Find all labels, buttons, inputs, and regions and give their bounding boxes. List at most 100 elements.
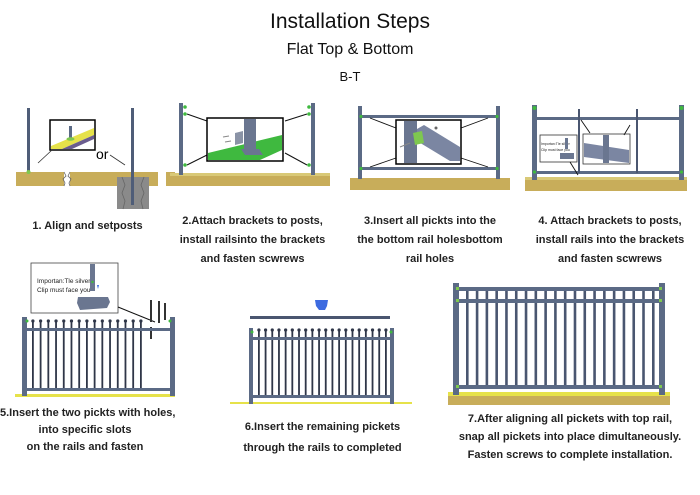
step-7-caption: 7.After aligning all pickets with top ra… [440, 410, 700, 464]
post-right [131, 108, 134, 205]
post-right [496, 106, 500, 179]
picket [603, 289, 606, 387]
picket-tip [108, 319, 112, 323]
bottom-rail [360, 167, 498, 170]
note-line: Clip must face you [541, 148, 570, 152]
down-arrow-icon [315, 300, 328, 310]
bottom-rail [536, 171, 680, 174]
picket-tip [257, 328, 261, 332]
picket [524, 289, 528, 387]
bottom-rail [25, 388, 172, 391]
picket-tip [304, 328, 308, 332]
picket-tip [290, 328, 294, 332]
picket [298, 330, 300, 397]
page-title: Installation Steps [270, 10, 430, 33]
bottom-rail [456, 385, 662, 389]
picket [93, 321, 96, 390]
page-subtitle: Flat Top & Bottom [286, 41, 414, 58]
picket-group [31, 319, 143, 390]
picket-tip [310, 328, 314, 332]
picket [632, 289, 636, 387]
step-2-caption: 2.Attach brackets to posts, install rail… [165, 212, 340, 269]
caption-line: 2.Attach brackets to posts, [182, 215, 323, 227]
picket-tip [344, 328, 348, 332]
picket [124, 321, 127, 390]
picket [39, 321, 42, 390]
post-left [453, 283, 459, 395]
picket [385, 330, 387, 397]
picket [351, 330, 354, 397]
post-left [358, 106, 362, 179]
step-7-illustration [448, 283, 670, 405]
ground-slab [170, 175, 330, 186]
picket [47, 321, 50, 390]
top-rail [360, 115, 498, 118]
post-right [311, 103, 315, 175]
step-5-illustration: Importan:Tle silver Clip must face you [15, 262, 175, 397]
picket [544, 289, 547, 387]
picket [271, 330, 274, 397]
ground-strip [15, 394, 175, 397]
caption-line: snap all pickets into place dimultaneous… [458, 431, 682, 443]
picket [284, 330, 287, 397]
top-rail [456, 287, 662, 291]
picket [132, 321, 135, 390]
picket-tip [330, 328, 335, 332]
product-code: B-T [339, 69, 361, 84]
picket [466, 289, 469, 387]
picket [140, 321, 142, 390]
post-left [22, 317, 27, 396]
picket [534, 289, 538, 387]
picket-group [257, 328, 388, 397]
picket-tip [377, 328, 381, 332]
step-5-caption: 5.Insert the two pickts with holes, into… [0, 405, 175, 456]
picket [364, 330, 367, 397]
picket [495, 289, 498, 387]
picket-tip [364, 328, 368, 332]
picket-tip [263, 328, 268, 332]
top-rail [536, 117, 680, 120]
or-label: or [96, 146, 109, 162]
caption-line: on the rails and fasten [26, 441, 144, 453]
bottom-rail [252, 395, 390, 398]
picket [318, 330, 320, 397]
post-left [249, 328, 253, 404]
caption-line: into specific slots [38, 424, 132, 436]
picket-tip [77, 319, 81, 323]
step-3-illustration [350, 106, 510, 190]
picket-tip [357, 328, 361, 332]
picket [324, 330, 327, 397]
step-2-illustration [170, 103, 330, 186]
caption-line: 6.Insert the remaining pickets [244, 421, 401, 433]
picket-tip [384, 328, 388, 332]
picket-tip [46, 319, 50, 323]
picket [258, 330, 260, 397]
picket-tip [31, 319, 35, 323]
post-left [27, 108, 30, 173]
picket [344, 330, 347, 397]
picket-tip [92, 319, 97, 323]
picket-group [466, 289, 655, 387]
post-right [170, 317, 175, 396]
step-6-illustration [230, 300, 412, 404]
mid-rail [252, 337, 390, 340]
picket-tip [131, 319, 135, 323]
caption-line: and fasten scwrews [200, 253, 305, 265]
note-line: Clip must face you [37, 287, 91, 294]
ground-slab [448, 394, 670, 405]
picket [554, 289, 557, 387]
picket [378, 330, 381, 397]
picket [371, 330, 374, 397]
caption-line: install rails into the brackets [535, 234, 685, 246]
picket [86, 321, 88, 390]
picket-tip [54, 319, 58, 323]
picket [358, 330, 361, 397]
caption-line: Fasten screws to complete installation. [467, 449, 673, 461]
picket [612, 289, 616, 387]
caption-line: 3.Insert all pickts into the [363, 215, 497, 227]
picket [573, 289, 577, 387]
caption-line: the bottom rail holesbottom [357, 234, 503, 246]
picket [331, 330, 334, 397]
picket-tip [297, 328, 301, 332]
picket [78, 321, 81, 390]
